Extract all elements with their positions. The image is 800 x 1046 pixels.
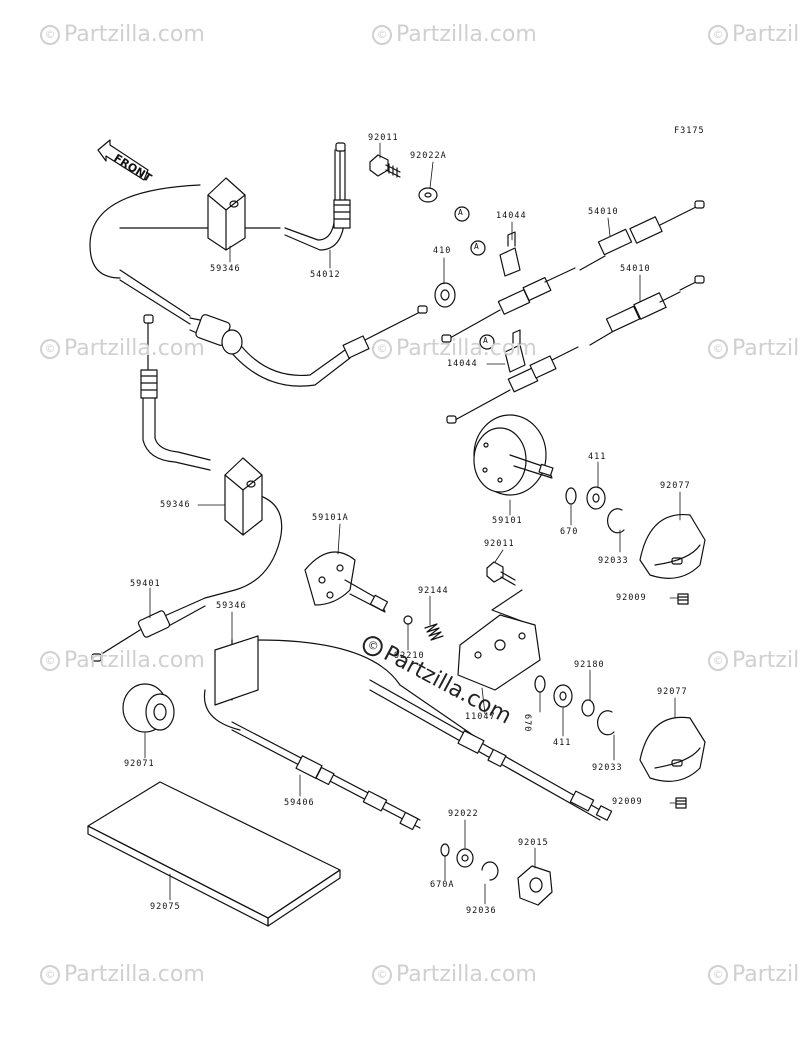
ref-a-label: A	[483, 336, 489, 345]
front-label: FRONT	[111, 152, 154, 186]
cable-59401	[91, 314, 283, 662]
cable-54010-upper	[441, 200, 705, 343]
part-label-92033: 92033	[598, 556, 629, 566]
part-label-54010: 54010	[620, 264, 651, 274]
part-label-59101: 59101	[492, 516, 523, 526]
knob-92077-upper	[639, 513, 706, 579]
screw-92009-lower	[675, 797, 687, 809]
cable-54010-lower	[446, 275, 705, 424]
part-label-670A: 670A	[430, 880, 455, 890]
part-label-11047: 11047	[465, 712, 496, 722]
part-label-92075: 92075	[150, 902, 181, 912]
ref-a-label: A	[458, 208, 464, 217]
clip-14044-upper	[499, 231, 521, 277]
watermark: ©Partzilla.com	[40, 648, 205, 673]
bracket-11047	[457, 614, 541, 691]
figure-code: F3175	[674, 126, 705, 136]
clip-92033-lower	[597, 710, 615, 736]
ref-a-marker-2	[470, 240, 486, 256]
watermark: ©Partzilla.com	[708, 648, 800, 673]
watermark: ©Partzilla.com	[708, 336, 800, 361]
cable-59406	[203, 635, 613, 831]
nut-92015	[517, 865, 553, 906]
ring-670-lower	[534, 675, 546, 693]
part-label-59406: 59406	[284, 798, 315, 808]
pin-92210	[403, 615, 413, 625]
washer-411-lower	[553, 684, 573, 708]
grommet-92071	[122, 683, 175, 733]
screw-92009-upper	[677, 593, 689, 605]
part-label-92210: 92210	[394, 651, 425, 661]
part-label-92180: 92180	[574, 660, 605, 670]
part-label-92015: 92015	[518, 838, 549, 848]
part-label-59401: 59401	[130, 579, 161, 589]
watermark: ©Partzilla.com	[708, 22, 800, 47]
cable-54012	[89, 142, 351, 325]
part-label-92022: 92022	[448, 809, 479, 819]
clip-92033-upper	[607, 508, 625, 534]
part-label-54010: 54010	[588, 207, 619, 217]
watermark: ©Partzilla.com	[372, 962, 537, 987]
part-label-92144: 92144	[418, 586, 449, 596]
sleeve-59346-middle	[224, 457, 263, 536]
watermark: ©Partzilla.com	[372, 22, 537, 47]
spring-92144	[424, 623, 444, 641]
part-label-54012: 54012	[310, 270, 341, 280]
part-label-92036: 92036	[466, 906, 497, 916]
part-label-59101A: 59101A	[312, 513, 349, 523]
sleeve-59346-upper	[207, 177, 246, 251]
clip-92036	[481, 861, 499, 881]
part-label-59346: 59346	[210, 264, 241, 274]
clip-14044-lower	[504, 329, 526, 373]
ring-670-upper	[565, 487, 577, 505]
part-label-92009: 92009	[616, 593, 647, 603]
part-label-410: 410	[433, 246, 452, 256]
part-label-59346: 59346	[216, 601, 247, 611]
part-label-670: 670	[560, 527, 579, 537]
watermark: ©Partzilla.com	[40, 336, 205, 361]
part-label-92022A: 92022A	[410, 151, 447, 161]
ref-a-marker-3	[479, 334, 495, 350]
part-label-92077: 92077	[660, 481, 691, 491]
part-label-92077: 92077	[657, 687, 688, 697]
part-label-92071: 92071	[124, 759, 155, 769]
part-label-670: 670	[522, 714, 532, 733]
cable-main-upper	[189, 305, 428, 387]
washer-411-upper	[586, 486, 606, 510]
plate-59101	[473, 414, 554, 496]
part-label-14044: 14044	[447, 359, 478, 369]
watermark: ©Partzilla.com	[372, 336, 537, 361]
washer-92022	[456, 848, 474, 868]
washer-92022A	[418, 187, 438, 203]
part-label-411: 411	[588, 452, 607, 462]
watermark: ©Partzilla.com	[40, 22, 205, 47]
bolt-92011-upper	[369, 154, 401, 178]
pad-92075	[87, 781, 341, 927]
lever-59101A	[304, 551, 389, 613]
part-label-411: 411	[553, 738, 572, 748]
ref-a-label: A	[474, 242, 480, 251]
part-label-92011: 92011	[484, 539, 515, 549]
bolt-92011-lower	[486, 561, 525, 623]
watermark: ©Partzilla.com	[40, 962, 205, 987]
part-label-92009: 92009	[612, 797, 643, 807]
ref-a-marker-1	[454, 206, 470, 222]
watermark: ©Partzilla.com	[708, 962, 800, 987]
ring-670A	[440, 843, 450, 857]
leader-lines	[144, 142, 681, 905]
washer-92180	[581, 699, 595, 717]
part-label-92033: 92033	[592, 763, 623, 773]
part-label-14044: 14044	[496, 211, 527, 221]
washer-410	[434, 282, 456, 308]
knob-92077-lower	[639, 716, 706, 782]
part-label-59346: 59346	[160, 500, 191, 510]
part-label-92011: 92011	[368, 133, 399, 143]
front-arrow-icon: FRONT	[97, 139, 154, 186]
